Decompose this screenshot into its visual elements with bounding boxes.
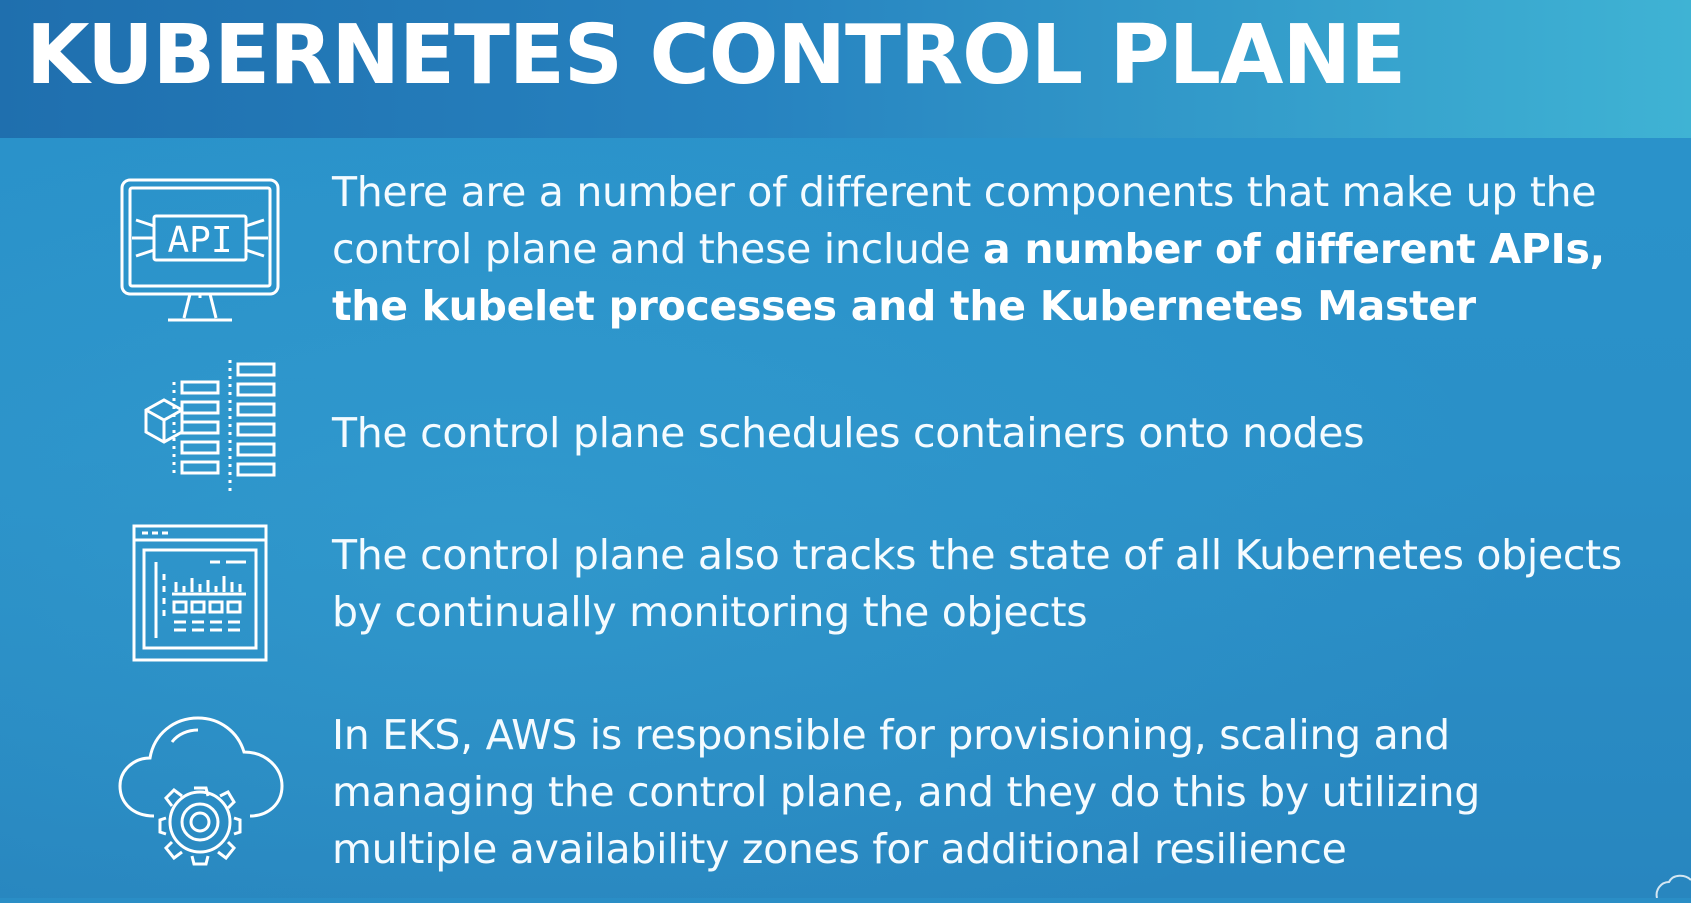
cloud-gear-icon <box>116 712 286 872</box>
api-icon-label: API <box>167 220 232 261</box>
item-text-eks-aws: In EKS, AWS is responsible for provision… <box>332 711 1481 873</box>
corner-cloud-icon <box>1651 868 1691 899</box>
item-text-tracks-state: The control plane also tracks the state … <box>332 531 1622 636</box>
container-nodes-icon <box>120 358 280 494</box>
item-text-components-plain: There are a number of different componen… <box>332 168 1597 273</box>
slide-title: KUBERNETES CONTROL PLANE <box>26 8 1406 103</box>
item-text-components: There are a number of different componen… <box>332 164 1632 335</box>
api-monitor-icon: API <box>118 176 282 326</box>
item-text-schedules: The control plane schedules containers o… <box>332 409 1365 457</box>
title-band: KUBERNETES CONTROL PLANE <box>0 0 1691 138</box>
item-text-components-bold: a number of different APIs, the kubelet … <box>332 225 1605 330</box>
monitoring-dashboard-icon <box>130 522 270 664</box>
